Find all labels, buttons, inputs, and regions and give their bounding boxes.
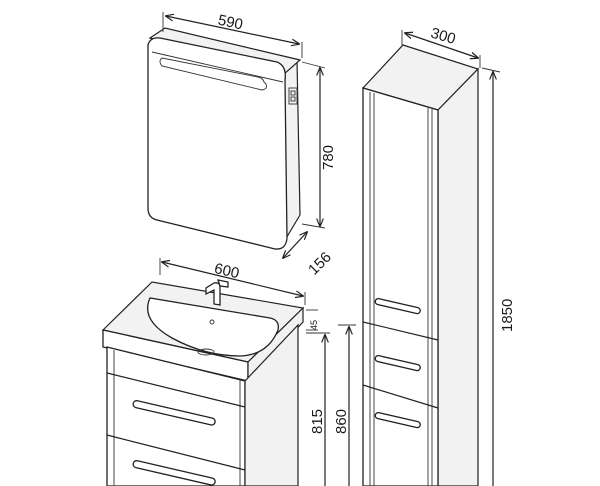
- drain-icon: [197, 348, 215, 356]
- vanity-unit: 600 45 815 860: [101, 258, 356, 486]
- vanity-cabinet-side: [244, 323, 299, 486]
- column-handle-2: [374, 354, 421, 372]
- switch-slot: [290, 96, 296, 102]
- dim-156-line: [283, 232, 307, 258]
- dim-590-line: [166, 16, 299, 44]
- sink-basin: [146, 297, 279, 357]
- dim-300-line: [405, 33, 478, 58]
- mirror-divider-line: [151, 51, 284, 83]
- mirror-front-panel: [147, 37, 288, 250]
- dim-1850-ext-top: [481, 67, 501, 73]
- mirror-width-label: 590: [216, 12, 244, 34]
- column-height-label: 1850: [499, 299, 516, 332]
- vanity-total-height-label: 860: [333, 409, 350, 434]
- column-handle-1: [374, 297, 421, 315]
- drawer-split-1: [106, 372, 246, 408]
- column-door-split-2: [362, 384, 439, 409]
- drawer-handle-1: [132, 400, 216, 426]
- column-front-face: [362, 87, 439, 486]
- mirror-height-label: 780: [320, 145, 337, 170]
- column-width-label: 300: [429, 25, 458, 48]
- column-door-split-1: [362, 321, 439, 341]
- vanity-body-height-label: 815: [309, 409, 326, 434]
- vanity-top-thickness-label: 45: [309, 320, 319, 330]
- overflow-hole: [209, 319, 215, 325]
- mirror-cabinet: 590 780 156: [147, 12, 337, 279]
- socket-icon: [288, 87, 298, 105]
- drawer-handle-2: [132, 460, 216, 486]
- faucet-lever: [217, 279, 229, 288]
- dim-600-line: [162, 262, 303, 296]
- mirror-depth-label: 156: [305, 249, 335, 279]
- dim-780-ext-bottom: [301, 223, 326, 229]
- tall-column-cabinet: 300 1850: [361, 25, 516, 486]
- socket-slot: [290, 90, 296, 96]
- drawer-split-2: [106, 434, 246, 471]
- column-side-face: [437, 67, 479, 486]
- dim-780-ext-top: [301, 61, 326, 69]
- led-light-strip: [159, 57, 267, 91]
- vanity-width-label: 600: [213, 260, 241, 282]
- column-handle-3: [374, 411, 421, 429]
